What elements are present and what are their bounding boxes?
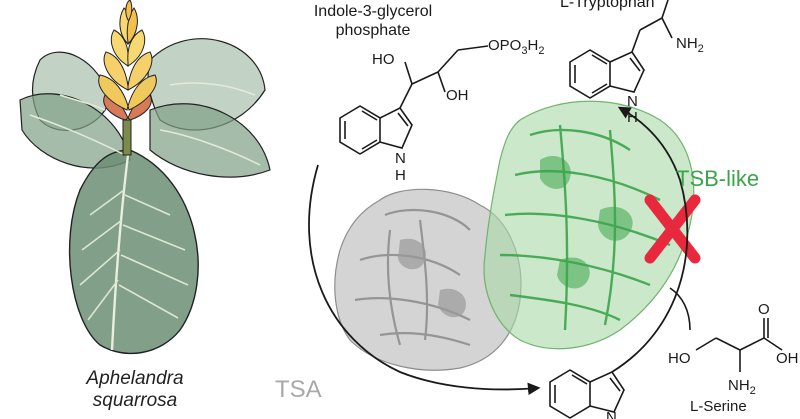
serine-name: L-Serine: [690, 398, 747, 415]
tsa-protein-surface: [334, 188, 522, 371]
ig-phosphate-label: OPO3H2: [488, 37, 544, 57]
ser-o-label: O: [758, 301, 770, 318]
aphelandra-plant-illustration: [19, 0, 271, 355]
ser-oh-label: OH: [776, 350, 799, 367]
plant-species-name: Aphelandra squarrosa: [70, 368, 200, 412]
indole-n-label: N: [606, 409, 617, 419]
ser-ho-label: HO: [668, 350, 691, 367]
ig-n-label: N: [395, 150, 406, 167]
tsb-like-protein-surface: [483, 100, 695, 350]
tsa-label: TSA: [275, 376, 322, 403]
substrate-name: Indole-3-glycerol phosphate: [298, 2, 448, 40]
substrate-name-line1: Indole-3-glycerol: [313, 3, 433, 20]
trp-nh2-label: NH2: [676, 35, 704, 55]
serine-input-arrow: [669, 287, 691, 331]
serine-structure: [695, 318, 783, 372]
plant-genus: Aphelandra: [86, 368, 184, 389]
ig-ho-label: HO: [372, 51, 395, 68]
trp-n-label: N: [627, 93, 638, 110]
ig-h-label: H: [395, 167, 406, 184]
tryptophan-structure: [569, 0, 673, 99]
substrate-name-line2: phosphate: [335, 22, 411, 39]
product-name: L-Tryptophan: [560, 0, 655, 11]
plant-species: squarrosa: [92, 390, 178, 411]
ser-nh2-label: NH2: [728, 377, 756, 397]
indole-structure: [549, 369, 625, 419]
indole-to-tryptophan-arrow: [611, 106, 689, 373]
tsb-like-label: TSB-like: [676, 166, 760, 191]
trp-h-label: H: [627, 109, 638, 126]
ig-oh-label: OH: [446, 87, 469, 104]
indole-3-glycerol-phosphate-structure: [339, 45, 489, 155]
ig-to-indole-arrow: [308, 164, 541, 396]
